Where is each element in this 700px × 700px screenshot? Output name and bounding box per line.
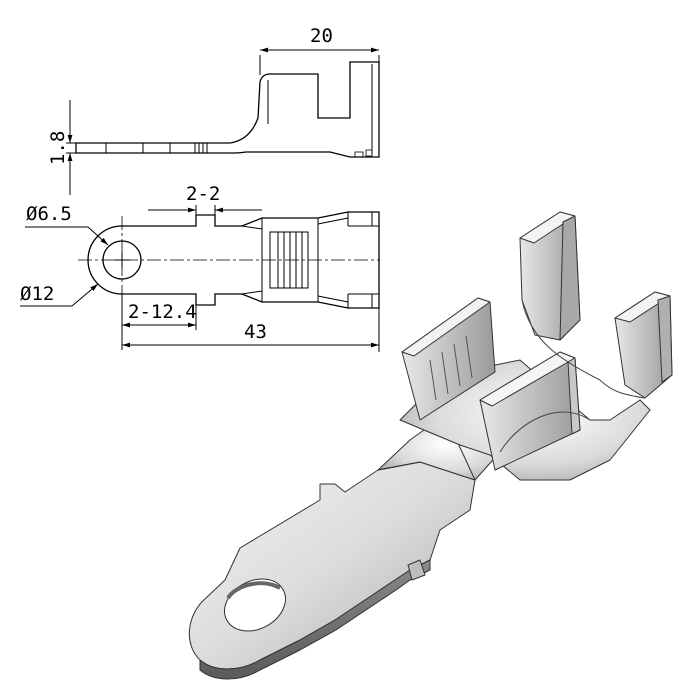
dim-ring-diameter: Ø12 bbox=[20, 283, 54, 305]
top-view: 2-2 Ø6.5 Ø12 2-12.4 43 bbox=[20, 183, 380, 352]
dim-overall-length: 43 bbox=[244, 321, 267, 343]
dim-tab-position: 2-12.4 bbox=[128, 301, 197, 323]
dim-thickness: 1.8 bbox=[47, 131, 69, 165]
ring-hole bbox=[102, 240, 142, 280]
dim-hole-diameter: Ø6.5 bbox=[26, 203, 72, 225]
top-profile bbox=[87, 211, 380, 309]
side-view: 20 1.8 bbox=[47, 25, 380, 195]
dim-overall-height: 20 bbox=[310, 25, 333, 47]
isometric-view bbox=[188, 211, 673, 680]
dim-slot-width: 2-2 bbox=[186, 183, 220, 205]
side-profile bbox=[75, 61, 380, 158]
